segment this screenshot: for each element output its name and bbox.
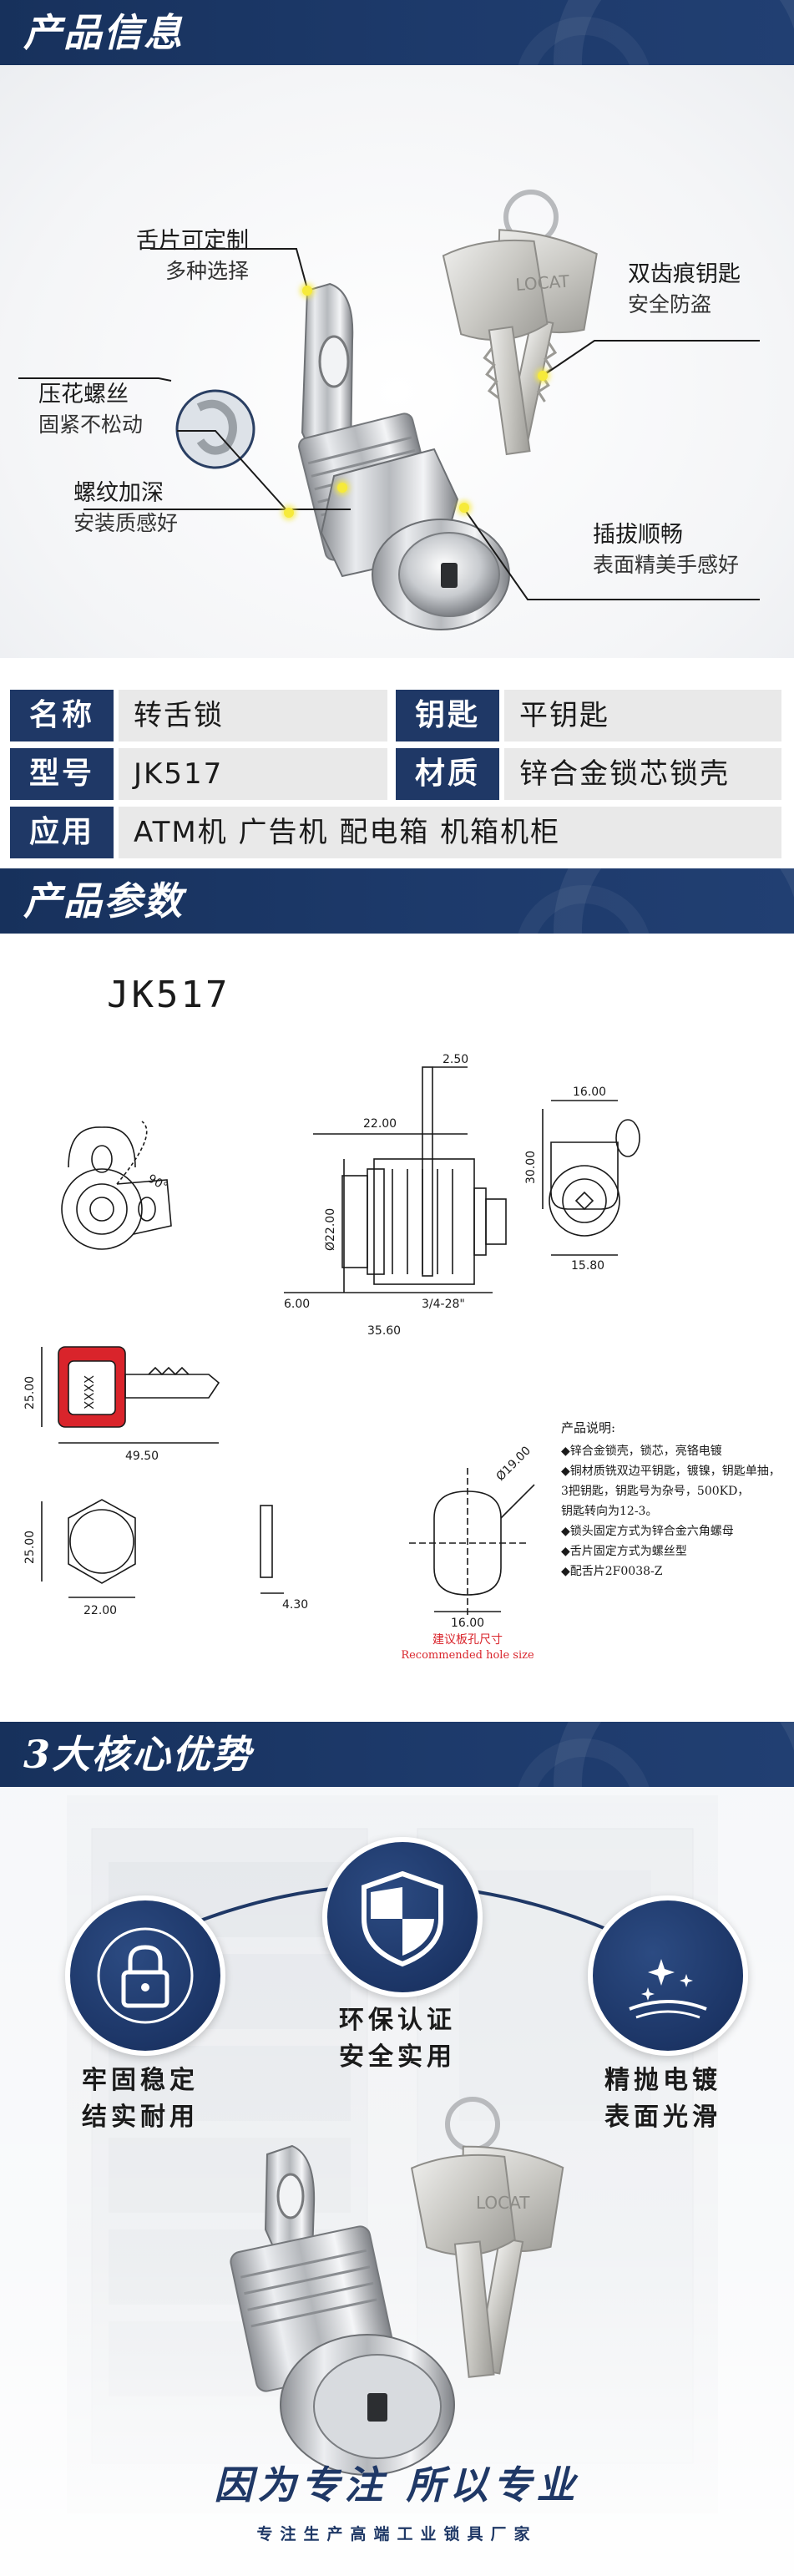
dim-key-width: 49.50: [125, 1450, 159, 1463]
model-number: JK517: [107, 974, 230, 1016]
advantage-sturdy: 牢固稳定 结实耐用: [82, 2066, 199, 2132]
key-logo: LOCAT: [476, 2193, 530, 2213]
note-line: 钥匙转向为12-3。: [561, 1505, 658, 1518]
dim-hex-width: 22.00: [83, 1604, 117, 1617]
advantages-art: LOCAT: [149, 1883, 635, 2476]
dim-22-top: 22.00: [363, 1117, 397, 1131]
spec-label: 型号: [10, 748, 114, 800]
lock-icon: [65, 1895, 225, 2056]
key-logo: LOCAT: [515, 271, 571, 294]
note-line: ◆锌合金锁壳，锁芯，亮铬电镀: [561, 1445, 722, 1458]
dim-15-80: 15.80: [571, 1259, 604, 1273]
dim-hex-height: 25.00: [23, 1531, 37, 1564]
spec-value: ATM机 广告机 配电箱 机箱机柜: [119, 807, 781, 858]
dim-key-height: 25.00: [23, 1376, 37, 1409]
section-header-advantages: 3大核心优势: [0, 1722, 794, 1787]
spec-label: 名称: [10, 690, 114, 741]
hole-caption-en: Recommended hole size: [401, 1649, 534, 1662]
spec-label: 材质: [396, 748, 499, 800]
spec-label: 钥匙: [396, 690, 499, 741]
section-header-product-params: 产品参数: [0, 868, 794, 934]
callout-deep-thread: 螺纹加深 安装质感好: [73, 480, 179, 535]
dim-angle: 90°: [145, 1172, 170, 1194]
dim-16: 16.00: [573, 1086, 606, 1099]
advantage-eco: 环保认证 安全实用: [339, 2006, 456, 2072]
section-title: 3大核心优势: [23, 1732, 253, 1777]
note-line: ◆锁头固定方式为锌合金六角螺母: [561, 1525, 734, 1538]
product-notes: 产品说明: ◆锌合金锁壳，锁芯，亮铬电镀 ◆铜材质铣双边平钥匙，镀镍，钥匙单抽，…: [561, 1418, 794, 1582]
dim-30: 30.00: [524, 1151, 538, 1184]
technical-drawings: JK517: [0, 934, 794, 1718]
dim-hole-dia: Ø19.00: [494, 1444, 534, 1483]
advantage-polish: 精抛电镀 表面光滑: [604, 2066, 721, 2132]
dim-6: 6.00: [284, 1298, 310, 1311]
note-line: ◆舌片固定方式为螺丝型: [561, 1545, 687, 1558]
note-line: ◆铜材质铣双边平钥匙，镀镍，钥匙单抽，: [561, 1465, 781, 1478]
spec-value: 转舌锁: [119, 690, 387, 741]
dim-35-60: 35.60: [367, 1324, 401, 1338]
spec-value: 锌合金锁芯锁壳: [504, 748, 781, 800]
dim-hole-width: 16.00: [451, 1617, 484, 1630]
sub-slogan: 专注生产高端工业锁具厂家: [256, 2525, 538, 2543]
section-title: 产品信息: [23, 10, 184, 55]
drawing-canvas: 90° 22.00 2.50 Ø22.00 3/4-28" 6.00 35.60…: [23, 1053, 640, 1662]
sparkle-icon: [588, 1895, 748, 2056]
table-row: 应用 ATM机 广告机 配电箱 机箱机柜: [0, 807, 794, 858]
callout-double-tooth-key: 双齿痕钥匙 安全防盗: [628, 261, 741, 316]
callout-smooth-insert: 插拔顺畅 表面精美手感好: [593, 522, 740, 577]
callout-knurled-screw: 压花螺丝 固紧不松动: [38, 382, 144, 437]
key-label: XXXX: [82, 1375, 97, 1409]
table-row: 型号 JK517 材质 锌合金锁芯锁壳: [0, 748, 794, 800]
callout-tongue: 舌片可定制 多种选择: [136, 228, 249, 283]
section-title: 产品参数: [23, 878, 184, 924]
advantages-section: LOCAT 牢固稳定 结实耐用 环保认证 安全实用: [0, 1787, 794, 2576]
product-illustration: LOCAT: [18, 190, 760, 630]
dim-2-50: 2.50: [443, 1053, 468, 1066]
spec-value: 平钥匙: [504, 690, 781, 741]
dim-22-dia: Ø22.00: [324, 1208, 337, 1251]
table-row: 名称 转舌锁 钥匙 平钥匙: [0, 690, 794, 741]
note-line: 3把钥匙，钥匙号为杂号，500KD，: [561, 1485, 750, 1498]
shield-icon: [322, 1837, 483, 1997]
dim-thread: 3/4-28": [422, 1298, 465, 1311]
spec-label: 应用: [10, 807, 114, 858]
note-line: ◆配舌片2F0038-Z: [561, 1565, 663, 1578]
product-hero: LOCAT 舌片可定制 多种选择 压花螺丝 固紧不松动 螺纹加深 安装质感好 双…: [0, 65, 794, 658]
spec-value: JK517: [119, 748, 387, 800]
dim-washer: 4.30: [282, 1598, 308, 1612]
section-header-product-info: 产品信息: [0, 0, 794, 65]
slogan: 因为专注 所以专业: [214, 2462, 580, 2508]
hole-caption-cn: 建议板孔尺寸: [432, 1633, 503, 1647]
